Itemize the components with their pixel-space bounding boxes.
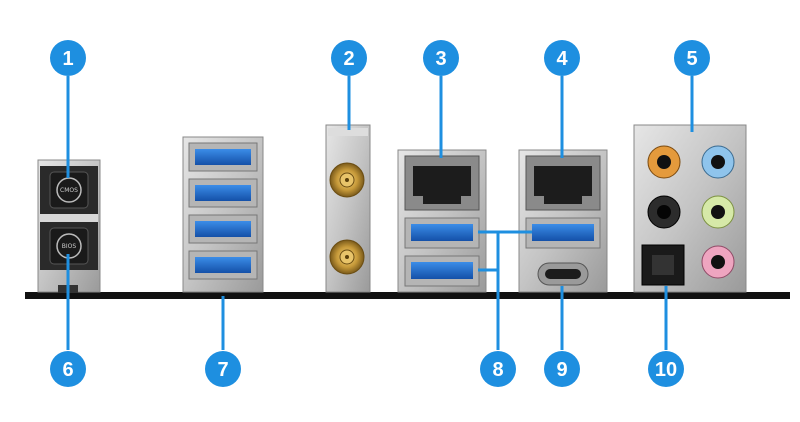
antenna-connector-1[interactable] xyxy=(329,162,365,198)
callout-badge-circle xyxy=(674,40,710,76)
usb-port-2[interactable] xyxy=(188,178,258,208)
usb-stack-left xyxy=(182,136,264,293)
callout-number: 3 xyxy=(435,48,446,70)
usb-port-3[interactable] xyxy=(188,214,258,244)
usb-port-1[interactable] xyxy=(188,142,258,172)
audio-jack-pink[interactable] xyxy=(701,245,735,279)
callout-number: 4 xyxy=(556,48,568,70)
callout-badge-circle xyxy=(331,40,367,76)
callout-number: 10 xyxy=(655,359,677,381)
usb-port-mid-3[interactable] xyxy=(525,217,601,249)
leader-lines xyxy=(66,76,694,350)
audio-jack-orange[interactable] xyxy=(647,145,681,179)
callout-number: 1 xyxy=(62,48,73,70)
callout-number: 8 xyxy=(492,359,503,381)
antenna-connector-2[interactable] xyxy=(329,239,365,275)
callout-badge-circle xyxy=(544,351,580,387)
bios-flashback-label: BIOS xyxy=(62,243,77,250)
callout-badge-6: 6 xyxy=(50,351,86,387)
usb-port-mid-2[interactable] xyxy=(404,255,480,287)
io-shield-baseline xyxy=(25,292,790,299)
callout-badge-circle xyxy=(648,351,684,387)
lan-port-2[interactable] xyxy=(525,155,601,211)
audio-jack-black[interactable] xyxy=(647,195,681,229)
usb-port-mid-1[interactable] xyxy=(404,217,480,249)
callout-badge-10: 10 xyxy=(648,351,684,387)
callout-number: 6 xyxy=(62,359,73,381)
callout-badge-circle xyxy=(50,351,86,387)
usb-c-port[interactable] xyxy=(537,262,589,286)
callout-number: 5 xyxy=(686,48,697,70)
audio-jack-lightblue[interactable] xyxy=(701,145,735,179)
usb-port-4[interactable] xyxy=(188,250,258,280)
callout-badge-7: 7 xyxy=(205,351,241,387)
callout-badge-5: 5 xyxy=(674,40,710,76)
callout-badge-9: 9 xyxy=(544,351,580,387)
lan-port-1[interactable] xyxy=(404,155,480,211)
callout-badge-circle xyxy=(544,40,580,76)
optical-spdif-out[interactable] xyxy=(641,244,685,286)
callout-badge-8: 8 xyxy=(480,351,516,387)
callout-number: 9 xyxy=(556,359,567,381)
callout-badge-circle xyxy=(205,351,241,387)
callout-badge-circle xyxy=(480,351,516,387)
callout-badge-circle xyxy=(50,40,86,76)
callout-badge-3: 3 xyxy=(423,40,459,76)
bios-flashback-button[interactable]: BIOS xyxy=(49,227,89,265)
callout-badge-2: 2 xyxy=(331,40,367,76)
callout-number: 2 xyxy=(343,48,354,70)
clear-cmos-label: CMOS xyxy=(60,187,78,194)
lan-usb-block-2 xyxy=(518,149,608,293)
callout-badge-1: 1 xyxy=(50,40,86,76)
callout-number: 7 xyxy=(217,359,228,381)
callout-badge-4: 4 xyxy=(544,40,580,76)
lan-usb-block-1 xyxy=(397,149,487,293)
audio-jack-lime[interactable] xyxy=(701,195,735,229)
wifi-antenna-connectors xyxy=(325,124,371,293)
audio-jacks xyxy=(647,145,735,279)
audio-block xyxy=(633,124,747,293)
callout-badge-circle xyxy=(423,40,459,76)
